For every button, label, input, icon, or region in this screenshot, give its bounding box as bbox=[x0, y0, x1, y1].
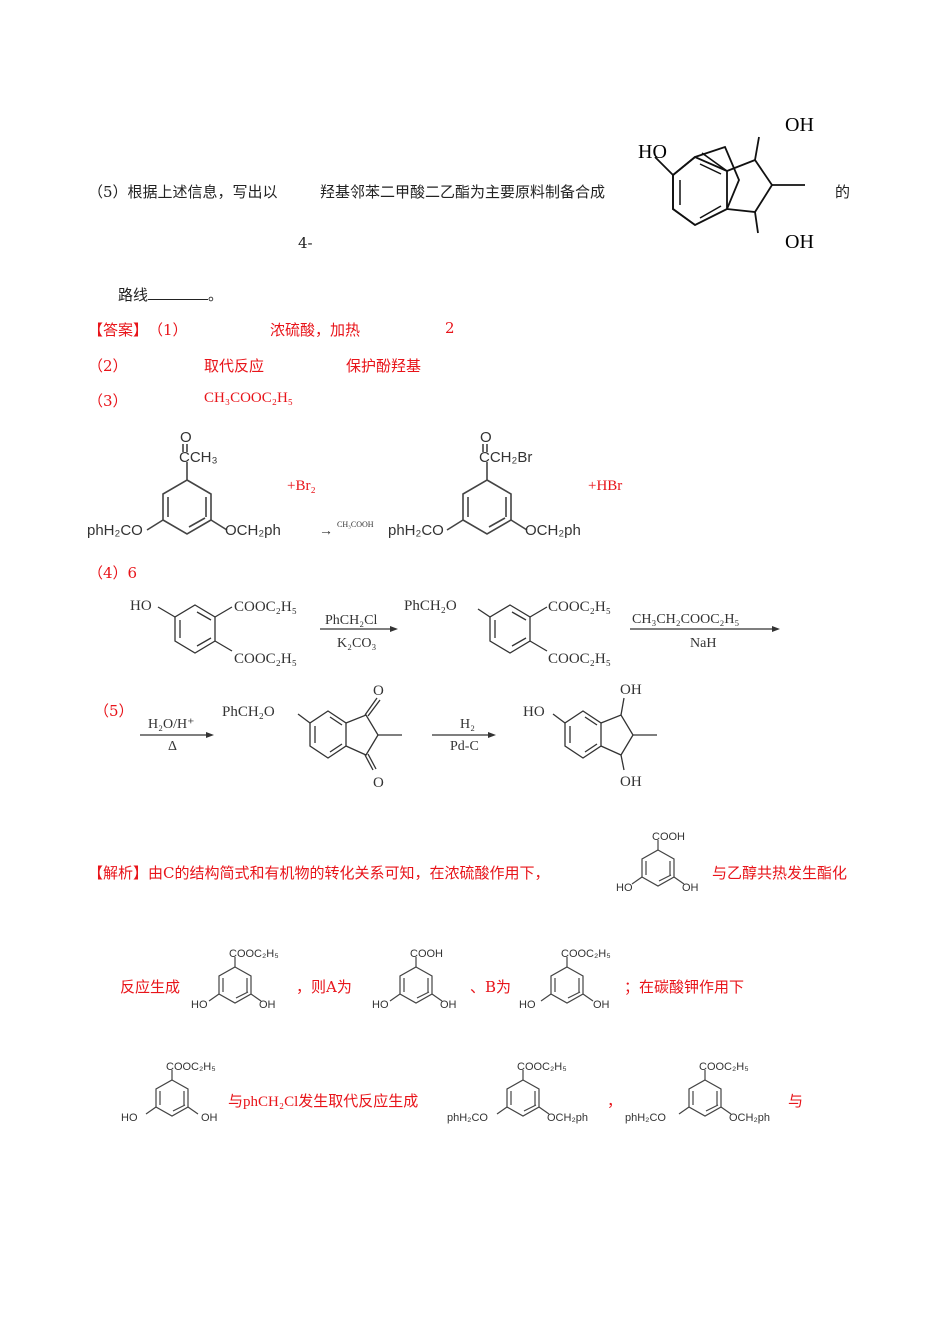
question-5-line2: 路线 。 bbox=[118, 284, 223, 305]
reactant-o: O bbox=[180, 429, 192, 446]
answer-q1-num: （1） bbox=[148, 321, 188, 339]
target-oh-top: OH bbox=[785, 114, 814, 136]
analysis-line1: 【解析】由C的结构简式和有机物的转化关系可知，在浓硫酸作用下， bbox=[88, 862, 550, 883]
label-cooh: COOH bbox=[652, 831, 685, 843]
label-cooet: COOC₂H₅ bbox=[517, 1061, 567, 1073]
answer-q3-num: （3） bbox=[88, 392, 128, 410]
target-oh-bottom: OH bbox=[785, 231, 814, 253]
synthesis-route-row1: HO COOC₂H₅ COOC₂H₅ PhCH₂Cl K₂CO₃ PhCH₂O … bbox=[130, 598, 780, 667]
molecule-benzylated-ester-2: COOC₂H₅ phH₂CO OCH₂ph bbox=[625, 1061, 770, 1124]
analysis-text-3-end: 与 bbox=[788, 1092, 804, 1110]
prod-ho: HO bbox=[523, 704, 545, 720]
sm-ho: HO bbox=[130, 598, 152, 614]
int2-o-bottom: O bbox=[373, 775, 384, 791]
plus-br2: +Br₂ bbox=[287, 478, 316, 494]
label-ho: HO bbox=[519, 999, 536, 1011]
label-oh: OH bbox=[682, 882, 699, 894]
question-5-middle: 羟基邻苯二甲酸二乙酯为主要原料制备合成 bbox=[320, 183, 606, 201]
label-oh: OH bbox=[201, 1112, 218, 1124]
label-cooet: COOC₂H₅ bbox=[561, 948, 611, 960]
label-oh: OH bbox=[259, 999, 276, 1011]
step3-heat: Δ bbox=[168, 739, 177, 754]
answer-q2-reaction: 取代反应 bbox=[204, 357, 265, 375]
sm-ester-1: COOC₂H₅ bbox=[234, 599, 297, 615]
answer-q4: （4）6 bbox=[88, 562, 137, 583]
analysis-text-2-b: 、B为 bbox=[470, 978, 512, 996]
catalyst-label: CH₃COOH bbox=[337, 520, 374, 529]
int2-benzyloxy: PhCH₂O bbox=[222, 704, 275, 720]
label-ho: HO bbox=[372, 999, 389, 1011]
sm-ester-2: COOC₂H₅ bbox=[234, 651, 297, 667]
answer-q4-value: 6 bbox=[127, 564, 138, 582]
label-cooet: COOC₂H₅ bbox=[166, 1061, 216, 1073]
q3-reaction-equation: O CCH₃ phH₂CO OCH₂ph +Br₂ → CH₃COOH O CC… bbox=[87, 429, 622, 539]
step2-base: NaH bbox=[690, 636, 716, 651]
molecule-b: COOC₂H₅ HO OH bbox=[519, 948, 611, 1011]
question-5-prefix: （5）根据上述信息，写出以 bbox=[88, 183, 278, 201]
label-cooet: COOC₂H₅ bbox=[229, 948, 279, 960]
analysis-text-2-a: ，则A为 bbox=[296, 978, 352, 996]
molecule-benzylated-ester-1: COOC₂H₅ phH₂CO OCH₂ph bbox=[447, 1061, 588, 1124]
product-bromoacetyl: CCH₂Br bbox=[479, 449, 532, 466]
answer-q5-num: （5） bbox=[94, 702, 134, 720]
step3-reagent: H₂O/H⁺ bbox=[148, 717, 195, 732]
analysis-label: 【解析】 bbox=[88, 864, 149, 882]
answer-label: 【答案】 bbox=[88, 321, 149, 339]
target-ho-left: HO bbox=[638, 141, 667, 163]
step2-reagent: CH₃CH₂COOC₂H₅ bbox=[632, 612, 740, 627]
answer-q2-purpose: 保护酚羟基 bbox=[346, 357, 422, 375]
molecule-a: COOH HO OH bbox=[372, 948, 457, 1011]
label-cooh: COOH bbox=[410, 948, 443, 960]
label-obn-left: phH₂CO bbox=[625, 1112, 666, 1124]
answer-q4-num: （4） bbox=[88, 564, 128, 582]
target-molecule-diagram: OH HO OH bbox=[638, 114, 814, 253]
step1-reagent: PhCH₂Cl bbox=[325, 613, 377, 628]
product-left-sub: phH₂CO bbox=[388, 522, 444, 539]
analysis-text-2-start: 反应生成 bbox=[120, 978, 181, 996]
analysis-text-1-end: 与乙醇共热发生酯化 bbox=[712, 864, 848, 882]
period: 。 bbox=[208, 286, 224, 304]
product-o: O bbox=[480, 429, 492, 446]
question-5-suffix: 的 bbox=[835, 183, 851, 201]
reactant-right-sub: OCH₂ph bbox=[225, 522, 281, 539]
prod-oh-top: OH bbox=[620, 682, 642, 698]
answer-q1-count: 2 bbox=[445, 319, 455, 337]
int1-benzyloxy: PhCH₂O bbox=[404, 598, 457, 614]
step4-catalyst: Pd-C bbox=[450, 739, 479, 754]
analysis-text-3-comma: ， bbox=[607, 1092, 623, 1110]
int1-ester-2: COOC₂H₅ bbox=[548, 651, 611, 667]
question-5-locant: 4- bbox=[298, 234, 313, 252]
plus-hbr: +HBr bbox=[588, 478, 622, 494]
label-oh: OH bbox=[440, 999, 457, 1011]
label-ho: HO bbox=[191, 999, 208, 1011]
reactant-acetyl: CCH₃ bbox=[179, 449, 218, 466]
label-oh: OH bbox=[593, 999, 610, 1011]
answer-q2-num: （2） bbox=[88, 357, 128, 375]
label-obn-left: phH₂CO bbox=[447, 1112, 488, 1124]
product-right-sub: OCH₂ph bbox=[525, 522, 581, 539]
label-ho: HO bbox=[616, 882, 633, 894]
label-ho: HO bbox=[121, 1112, 138, 1124]
label-obn-right: OCH₂ph bbox=[729, 1112, 770, 1124]
step1-base: K₂CO₃ bbox=[337, 636, 376, 651]
route-word: 路线 bbox=[118, 286, 149, 304]
answer-blank[interactable] bbox=[148, 287, 209, 300]
molecule-ester-start: COOC₂H₅ HO OH bbox=[121, 1061, 218, 1124]
label-obn-right: OCH₂ph bbox=[547, 1112, 588, 1124]
int2-o-top: O bbox=[373, 683, 384, 699]
reaction-arrow: → bbox=[319, 524, 333, 539]
answer-q1-condition: 浓硫酸，加热 bbox=[270, 321, 361, 339]
int1-ester-1: COOC₂H₅ bbox=[548, 599, 611, 615]
analysis-text-3: 与phCH₂Cl发生取代反应生成 bbox=[228, 1094, 419, 1110]
answer-q3-formula: CH₃COOC₂H₅ bbox=[204, 390, 294, 406]
molecule-dihydroxybenzoic-acid: COOH HO OH bbox=[616, 831, 699, 894]
label-cooet: COOC₂H₅ bbox=[699, 1061, 749, 1073]
reactant-left-sub: phH₂CO bbox=[87, 522, 143, 539]
molecule-ethyl-ester: COOC₂H₅ HO OH bbox=[191, 948, 279, 1011]
analysis-text-2-end: ；在碳酸钾作用下 bbox=[624, 978, 745, 996]
prod-oh-bottom: OH bbox=[620, 774, 642, 790]
step4-reagent: H₂ bbox=[460, 717, 475, 732]
synthesis-route-row2: H₂O/H⁺ Δ PhCH₂O O O H₂ Pd-C HO OH OH bbox=[140, 682, 657, 791]
analysis-text-1: 由C的结构简式和有机物的转化关系可知，在浓硫酸作用下， bbox=[148, 864, 550, 882]
